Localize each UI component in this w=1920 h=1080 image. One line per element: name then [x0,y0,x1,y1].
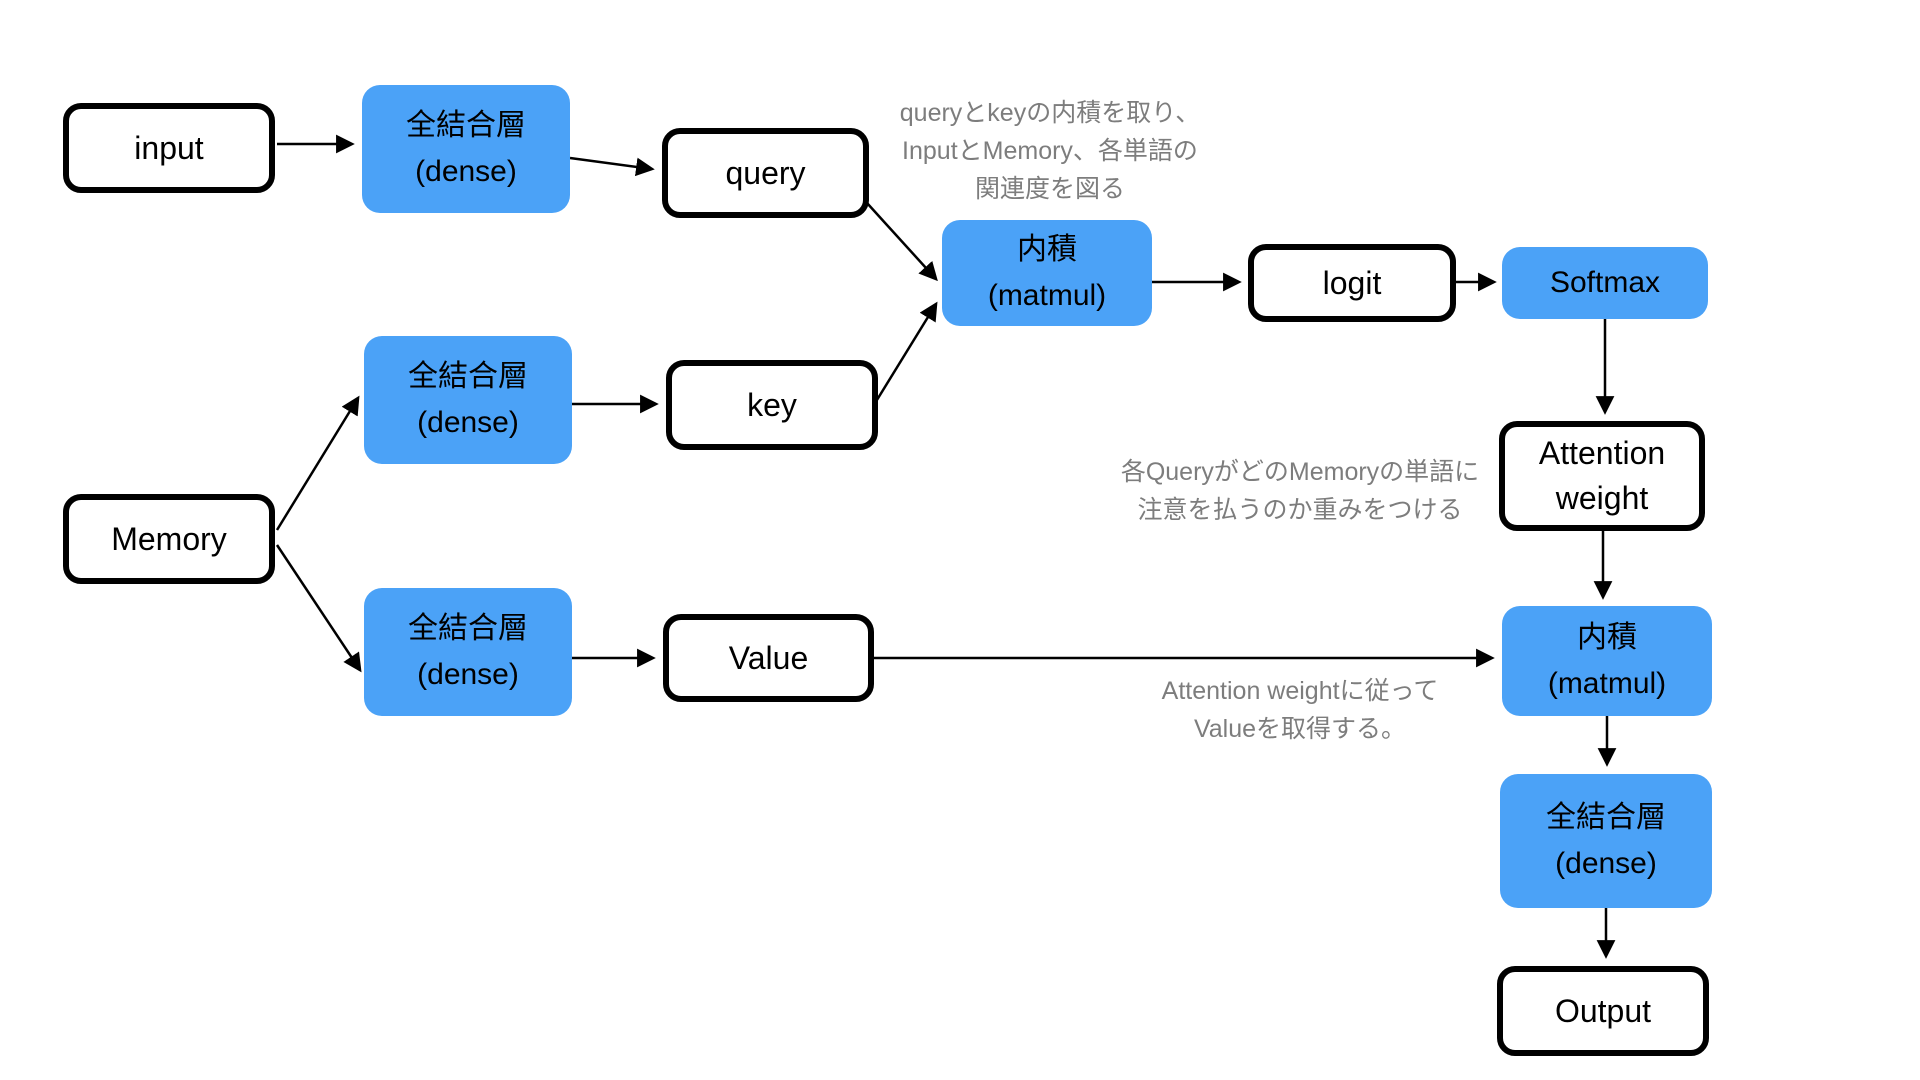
node-input: input [63,103,275,193]
annotation-qk-note: queryとkeyの内積を取り、 InputとMemory、各単語の 関連度を図… [899,99,1201,203]
node-logit-label: logit [1322,264,1382,301]
node-attention-weight-label: Attention weight [1538,435,1666,516]
node-key-label: key [747,386,797,423]
arrow-memory-to-dense-key [275,395,360,531]
node-attention-weight: Attention weight [1499,421,1705,531]
annotation-value-note: Attention weightに従って Valueを取得する。 [1161,677,1439,743]
node-dense-key: 全結合層 (dense) [364,336,572,464]
node-value-label: Value [728,639,809,676]
node-memory: Memory [63,494,275,584]
node-logit: logit [1248,244,1456,322]
node-output-label: Output [1554,992,1652,1029]
annotation-attention-note: 各QueryがどのMemoryの単語に 注意を払うのか重みをつける [1120,458,1480,524]
node-key: key [666,360,878,450]
node-memory-label: Memory [111,520,227,557]
arrow-key-to-matmul-qk [870,301,938,409]
node-query-label: query [725,154,806,191]
node-input-label: input [134,129,204,166]
node-softmax: Softmax [1502,247,1708,319]
node-matmul-av: 内積 (matmul) [1502,606,1712,716]
node-query: query [662,128,869,218]
node-value: Value [663,614,874,702]
node-dense-query-label: 全結合層 (dense) [406,108,526,189]
node-matmul-av-label: 内積 (matmul) [1547,620,1667,701]
arrow-memory-to-dense-value [275,544,362,673]
node-dense-output: 全結合層 (dense) [1500,774,1712,908]
node-matmul-qk-label: 内積 (matmul) [987,232,1107,313]
node-dense-output-label: 全結合層 (dense) [1546,800,1666,881]
arrow-dense-query-to-query [569,156,655,177]
node-dense-key-label: 全結合層 (dense) [408,359,528,440]
node-softmax-label: Softmax [1549,265,1661,299]
node-output: Output [1497,966,1709,1056]
arrow-query-to-matmul-qk [866,202,938,282]
node-dense-value: 全結合層 (dense) [364,588,572,716]
node-matmul-qk: 内積 (matmul) [942,220,1152,326]
node-dense-value-label: 全結合層 (dense) [408,611,528,692]
node-dense-query: 全結合層 (dense) [362,85,570,213]
